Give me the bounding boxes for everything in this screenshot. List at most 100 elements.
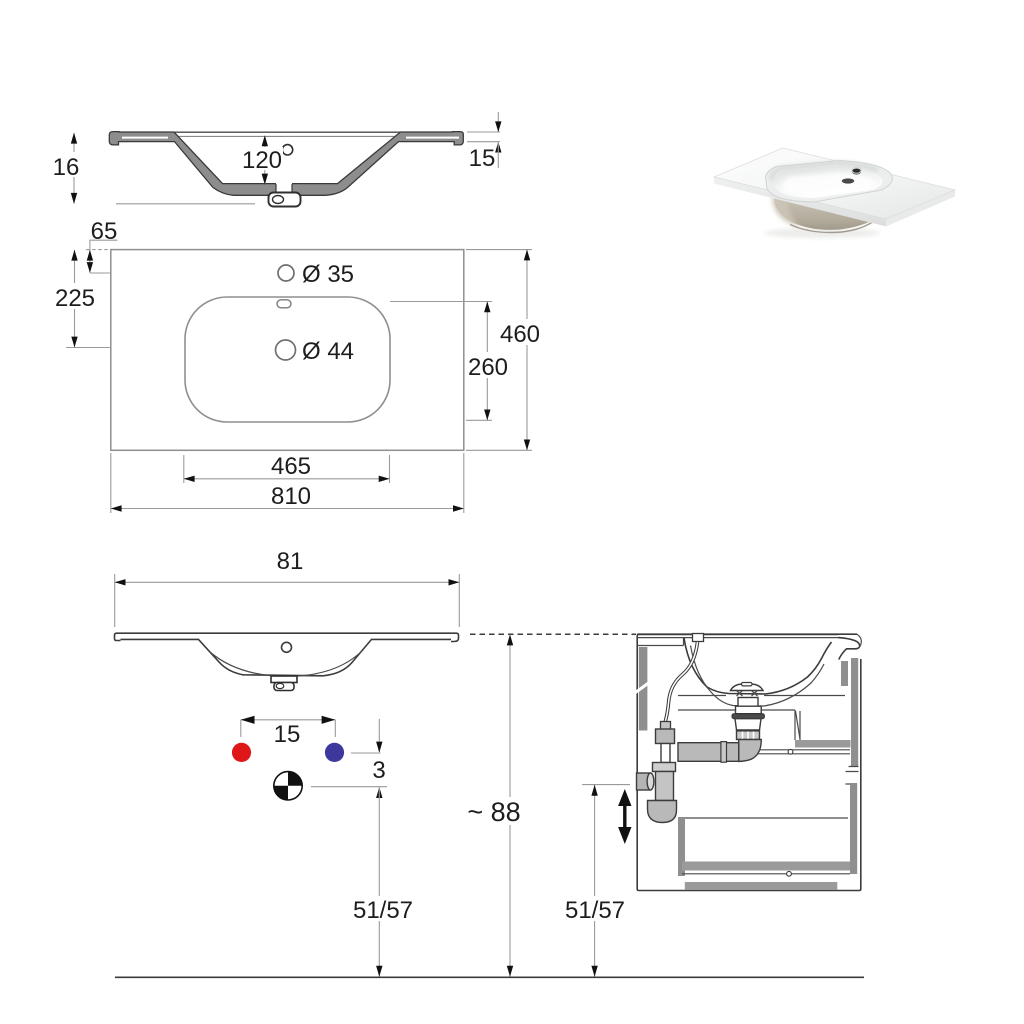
dim-total-depth-label: 460 (500, 321, 540, 348)
label-backdrop (498, 319, 542, 345)
cabinet-runner-screw (787, 748, 794, 755)
dim-arrowhead (321, 715, 336, 724)
dim-front-width: 81 (114, 548, 460, 627)
dim-arrowhead (495, 121, 502, 132)
dim-arrowhead (71, 336, 78, 348)
drawing-line (794, 710, 801, 740)
dim-front-width-label: 81 (277, 548, 304, 575)
dim-arrowhead (506, 965, 514, 977)
photo-faucet-hole-rim (851, 166, 862, 174)
label-backdrop (562, 896, 628, 921)
cabinet-right-step (845, 765, 859, 785)
dim-overall-height-label: ~ 88 (467, 797, 520, 827)
view-plan: Ø 35 Ø 44 65 225 4 (52, 218, 542, 513)
dim-arrowhead (591, 965, 598, 977)
label-backdrop (53, 152, 80, 177)
photo-bowl-recess-back-shade (769, 160, 879, 181)
drawing-path (751, 690, 758, 697)
dim-arrowhead (86, 249, 94, 261)
section-hole-circle (281, 143, 294, 156)
cabinet-supply-hose (663, 632, 705, 723)
dim-drain-height-front-label: 51/57 (353, 897, 413, 924)
dim-overall-height: ~ 88 (463, 634, 525, 977)
dim-arrowhead (261, 135, 268, 147)
dim-arrowhead (523, 249, 531, 261)
view-product-photo (712, 147, 957, 238)
dim-bowl-depth-plan-label: 260 (468, 354, 508, 381)
dim-supply-drain-offset-label: 3 (372, 757, 385, 784)
dim-bowl-width: 465 (183, 453, 391, 483)
height-adjust-arrow (618, 789, 632, 844)
drawing-rect (734, 705, 762, 715)
dim-drain-offset-label: 225 (55, 285, 95, 312)
drawing-rect (654, 770, 675, 802)
dim-arrowhead (110, 505, 122, 512)
drawing-rect (651, 761, 677, 773)
drawing-rect (270, 675, 298, 684)
front-faucet-hole (280, 641, 293, 654)
photo-bowl-recess-floor-highlight (781, 172, 875, 197)
label-backdrop (240, 147, 283, 170)
dim-arrowhead (183, 475, 195, 482)
photo-overflow-hole (841, 178, 855, 184)
front-basin-underside (120, 638, 451, 677)
cold-water-dot (324, 742, 345, 763)
drawing-rect (654, 728, 676, 745)
dim-arrowhead (261, 173, 268, 185)
drawing-rect (660, 742, 671, 764)
dim-bowl-depth-plan: 260 (390, 300, 509, 421)
dim-supply-spacing: 15 (240, 715, 336, 748)
dim-total-depth: 460 (466, 249, 542, 451)
drawing-path (273, 785, 288, 800)
front-drain-fitting (270, 675, 298, 692)
cabinet-drawer-left-bar (678, 818, 685, 876)
dim-tap-hole-offset: 65 (86, 218, 118, 274)
plan-faucet-diameter-label: Ø 35 (302, 261, 354, 288)
drawing-path (646, 799, 678, 824)
cabinet-right-bar-c (850, 784, 858, 874)
dim-arrowhead (484, 301, 491, 313)
plan-overflow-slot (276, 299, 292, 309)
dim-drain-height-cabinet: 51/57 (562, 784, 630, 977)
dim-arrowhead (376, 741, 383, 753)
drawing-rect (731, 713, 765, 720)
cabinet-basin-deck (637, 633, 862, 660)
plan-drain-hole (274, 339, 297, 361)
dim-arrowhead (70, 132, 78, 144)
dim-drain-height-front: 51/57 (347, 787, 413, 977)
view-cross-section: 16 120 15 (53, 112, 502, 208)
dim-drain-offset: 225 (52, 249, 111, 349)
dim-arrowhead (523, 439, 531, 451)
dim-arrowhead (453, 505, 464, 512)
cabinet-siphon-trap (635, 720, 678, 824)
cabinet-right-bar-b (851, 658, 859, 766)
dim-arrowhead (86, 262, 94, 273)
drawing-path (837, 636, 861, 660)
hot-water-dot (231, 742, 252, 763)
label-backdrop (347, 896, 413, 921)
drawing-ellipse (275, 682, 285, 690)
drawing-path (664, 641, 699, 723)
plan-faucet-hole (277, 264, 295, 282)
dim-arrowhead (448, 579, 460, 586)
drawing-rect (659, 720, 672, 731)
cabinet-right-bar-a (841, 661, 848, 686)
dim-edge-thickness-label: 15 (469, 145, 496, 172)
dim-section-height: 16 (53, 132, 255, 205)
dim-arrowhead (618, 827, 632, 844)
dim-arrowhead (484, 409, 491, 421)
dim-arrowhead (70, 192, 78, 204)
dim-arrowhead (71, 249, 78, 261)
drain-center-mark (272, 770, 303, 801)
dim-arrowhead (376, 965, 383, 977)
dim-arrowhead (378, 475, 390, 482)
dim-arrowhead (591, 784, 598, 796)
drawing-path (736, 690, 743, 697)
dim-drain-height-cabinet-label: 51/57 (565, 897, 625, 924)
cabinet-drawer-bottom-rail (682, 861, 850, 871)
cabinet-drain-assembly (677, 681, 765, 763)
label-backdrop (466, 352, 509, 378)
drawing-rect (691, 632, 705, 643)
drawing-rect (740, 681, 753, 687)
cabinet-drawer-screw (786, 870, 792, 877)
